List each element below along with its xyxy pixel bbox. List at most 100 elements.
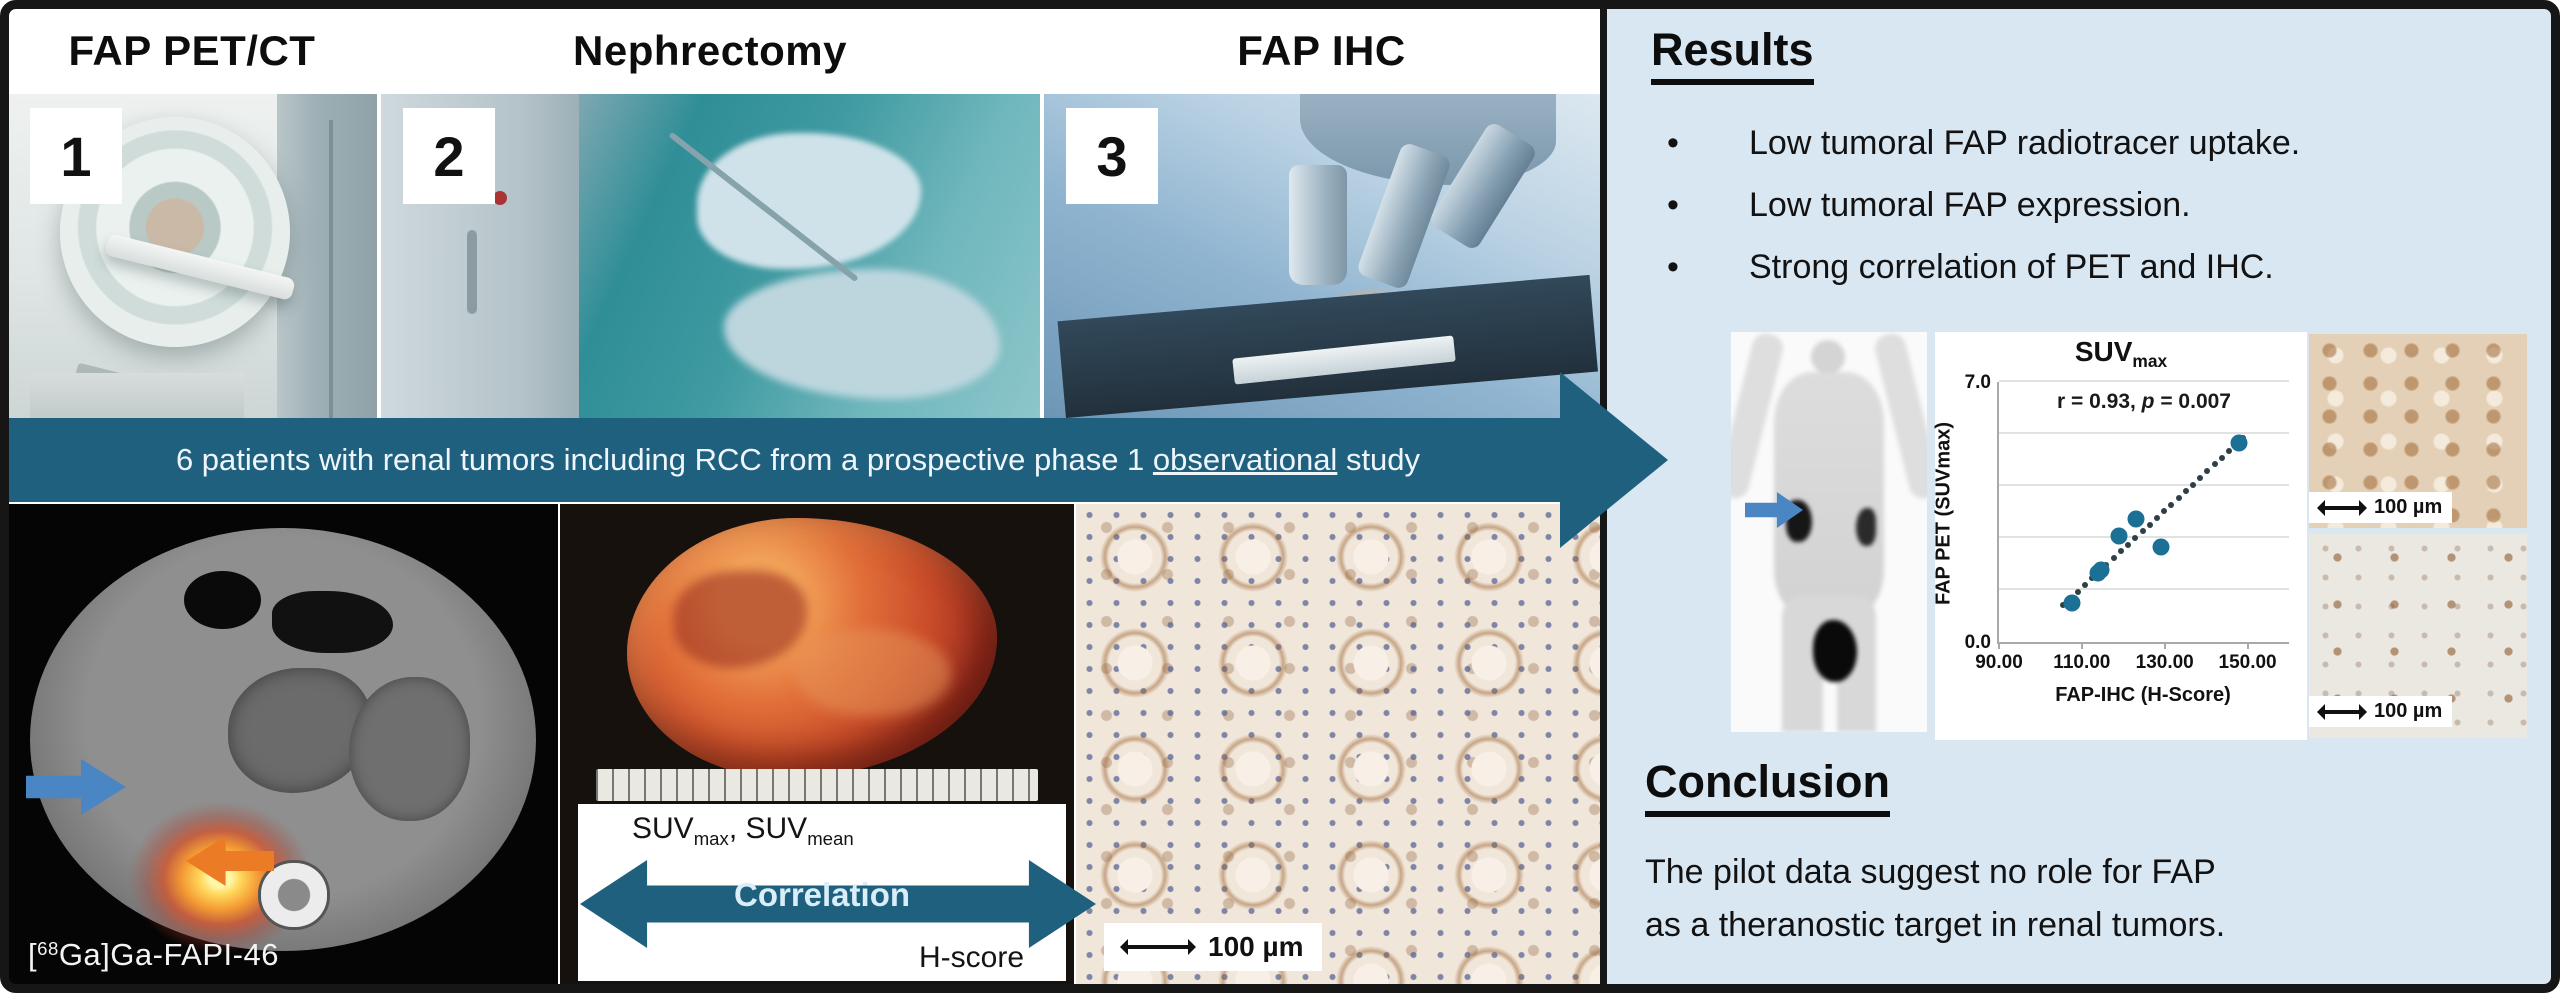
x-axis-label: FAP-IHC (H-Score) bbox=[2055, 684, 2231, 706]
bullet-text: Low tumoral FAP radiotracer uptake. bbox=[1749, 124, 2301, 162]
scale-bar: 100 µm bbox=[2309, 696, 2453, 727]
bullet-icon: • bbox=[1667, 124, 1679, 162]
ihc-micrograph: 100 µm bbox=[1076, 504, 1600, 985]
trendline-dot bbox=[2139, 528, 2146, 535]
x-axis-tick-mark bbox=[2246, 642, 2249, 649]
list-item: • Strong correlation of PET and IHC. bbox=[1653, 248, 2533, 287]
trendline-dot bbox=[2146, 521, 2153, 528]
pet-body-silhouette bbox=[1731, 332, 1927, 732]
step2-title: Nephrectomy bbox=[573, 27, 847, 74]
step3-title: FAP IHC bbox=[1237, 27, 1406, 74]
step1-title: FAP PET/CT bbox=[68, 27, 316, 74]
conclusion-text: The pilot data suggest no role for FAP a… bbox=[1645, 846, 2545, 951]
conclusion-line: as a theranostic target in renal tumors. bbox=[1645, 905, 2226, 944]
mip-pet-image bbox=[1731, 332, 1927, 732]
microscope-photo: 3 bbox=[1044, 94, 1600, 418]
nephrectomy-photo: 2 bbox=[381, 94, 1040, 418]
results-heading: Results bbox=[1651, 24, 1814, 85]
scatter-point bbox=[2092, 561, 2110, 579]
microscope-objective bbox=[1288, 165, 1347, 286]
scale-bar: 100 µm bbox=[1104, 923, 1322, 971]
bowel-gas-shadow-2 bbox=[272, 590, 393, 654]
specimen-texture bbox=[673, 571, 807, 668]
scale-bar-label: 100 µm bbox=[2374, 700, 2443, 722]
suv-metrics-label: SUVmax, SUVmean bbox=[632, 812, 854, 849]
correlation-annotation: r = 0.93, p = 0.007 bbox=[2057, 390, 2231, 413]
or-door-button bbox=[493, 191, 508, 206]
trendline-dot bbox=[2125, 541, 2132, 548]
pet-head bbox=[1811, 340, 1846, 374]
abdominal-organ-shadow-2 bbox=[349, 677, 470, 822]
scale-bar: 100 µm bbox=[2309, 492, 2453, 523]
pet-bladder-uptake bbox=[1813, 620, 1858, 682]
step3-badge: 3 bbox=[1066, 108, 1158, 204]
bowel-gas-shadow bbox=[184, 571, 261, 630]
gridline bbox=[1999, 536, 2289, 538]
pet-kidney-uptake-2 bbox=[1856, 508, 1877, 546]
correlation-label: Correlation bbox=[733, 876, 911, 913]
or-door-handle bbox=[466, 230, 477, 315]
results-bullet-list: • Low tumoral FAP radiotracer uptake. • Lo… bbox=[1653, 124, 2533, 310]
scatter-point bbox=[2152, 538, 2170, 556]
banner-underlined-word: observational bbox=[1152, 442, 1338, 477]
gridline bbox=[1999, 588, 2289, 590]
y-axis-tick-min: 0.0 bbox=[1964, 632, 1991, 653]
x-axis-tick-label: 110.00 bbox=[2053, 652, 2111, 673]
trendline-dot bbox=[2081, 581, 2088, 588]
bullet-text: Low tumoral FAP expression. bbox=[1749, 186, 2191, 224]
surgeon-glove bbox=[697, 132, 922, 269]
trendline-dot bbox=[2168, 501, 2175, 508]
x-axis-tick-mark bbox=[1998, 642, 2000, 649]
scale-bar-arrow-icon bbox=[2319, 709, 2365, 714]
scale-bar-arrow-icon bbox=[2319, 505, 2365, 510]
x-axis-tick-label: 130.00 bbox=[2135, 652, 2194, 673]
conclusion-heading: Conclusion bbox=[1645, 756, 1890, 817]
trendline-dot bbox=[2197, 474, 2204, 481]
surgeon-glove-2 bbox=[723, 268, 1001, 399]
scatter-point bbox=[2063, 594, 2080, 612]
specimen-texture-2 bbox=[796, 629, 951, 716]
bullet-icon: • bbox=[1667, 248, 1679, 286]
study-banner: 6 patients with renal tumors including R… bbox=[8, 418, 1588, 502]
list-item: • Low tumoral FAP expression. bbox=[1653, 186, 2533, 225]
trendline-dot bbox=[2074, 588, 2081, 595]
pet-torso bbox=[1774, 372, 1884, 620]
ct-scanner-photo: 1 bbox=[8, 94, 377, 418]
scatter-plot-area: r = 0.93, p = 0.007 90.00 110.00 130.00 150… bbox=[1975, 380, 2289, 673]
x-axis-tick-label: 90.00 bbox=[1975, 652, 2023, 673]
trendline-dot bbox=[2211, 461, 2218, 468]
radiotracer-label: [68Ga]Ga-FAPI-46 bbox=[28, 937, 279, 972]
scale-bar-label: 100 µm bbox=[1208, 931, 1304, 962]
bullet-text: Strong correlation of PET and IHC. bbox=[1749, 248, 2274, 286]
study-banner-text: 6 patients with renal tumors including R… bbox=[175, 442, 1421, 477]
gridline bbox=[1999, 484, 2289, 486]
y-axis-tick-max: 7.0 bbox=[1964, 372, 1991, 393]
trendline-dot bbox=[2117, 548, 2124, 555]
trendline-dot bbox=[2182, 488, 2189, 495]
vertebra bbox=[261, 863, 327, 928]
ct-room-door-line bbox=[328, 119, 333, 418]
gridline bbox=[1999, 432, 2289, 434]
correlation-box: SUVmax, SUVmean Correlation H-score bbox=[578, 804, 1096, 981]
trendline-dot bbox=[2153, 514, 2160, 521]
scale-bar-label: 100 µm bbox=[2374, 496, 2443, 518]
trendline-dot bbox=[2175, 494, 2182, 501]
scatter-point bbox=[2127, 510, 2145, 528]
scale-bar-arrow-icon bbox=[1122, 945, 1194, 949]
suvmax-scatter-chart: SUVmax 7.0 0.0 FAP PET (SUVmax) r = 0.93… bbox=[1933, 332, 2307, 740]
trendline-dot bbox=[2218, 454, 2225, 461]
bullet-icon: • bbox=[1667, 186, 1679, 224]
conclusion-line: The pilot data suggest no role for FAP bbox=[1645, 853, 2216, 891]
specimen-ruler bbox=[595, 768, 1038, 801]
results-panel: Results • Low tumoral FAP radiotracer upt… bbox=[1600, 8, 2552, 985]
trendline-dot bbox=[2204, 468, 2211, 475]
scatter-point bbox=[2110, 527, 2128, 545]
gross-specimen-block: SUVmax, SUVmean Correlation H-score bbox=[560, 504, 1096, 985]
ct-base bbox=[30, 372, 245, 418]
chart-title: SUVmax bbox=[2074, 336, 2168, 372]
step1-badge: 1 bbox=[30, 108, 122, 204]
scatter-point bbox=[2230, 434, 2248, 452]
x-axis-tick-label: 150.00 bbox=[2218, 652, 2277, 673]
y-axis-label: FAP PET (SUVmax) bbox=[1932, 421, 1955, 605]
